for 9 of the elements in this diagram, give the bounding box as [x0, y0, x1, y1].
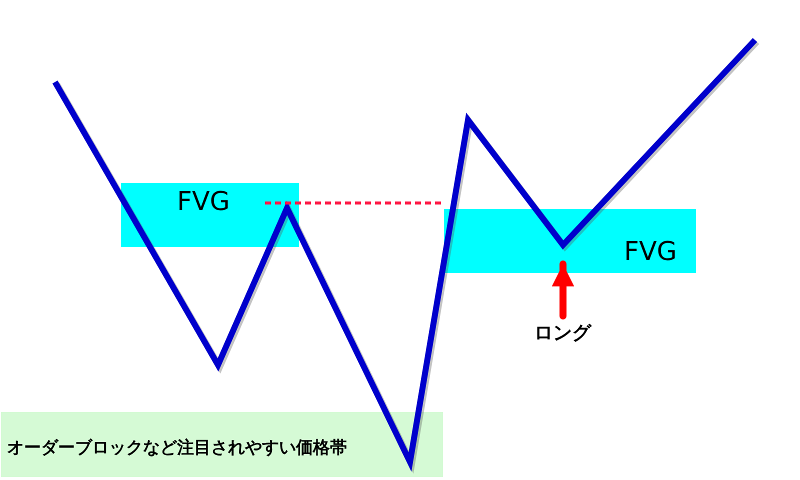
price-band	[121, 183, 299, 247]
signal-label: ロング	[534, 321, 591, 346]
band-label: オーダーブロックなど注目されやすい価格帯	[7, 437, 347, 459]
price-band	[444, 209, 696, 273]
band-label: FVG	[177, 187, 230, 217]
level-line	[265, 202, 444, 204]
price-band	[1, 412, 443, 477]
band-label: FVG	[624, 237, 677, 267]
arrow	[552, 260, 574, 320]
